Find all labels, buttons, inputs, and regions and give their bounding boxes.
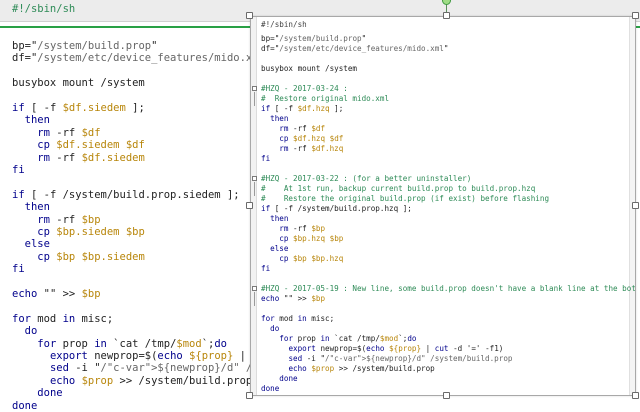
code-line: echo $prop >> /system/build.prop (49, 374, 253, 387)
code-line: done (279, 374, 298, 383)
code-line: rm -rf $df.siedem (37, 151, 145, 164)
rotate-handle[interactable] (442, 0, 451, 5)
code-line: if [ -f /system/build.prop.siedem ]; (12, 188, 240, 201)
code-line: then (270, 114, 289, 123)
resize-handle-bottom-left[interactable] (246, 392, 253, 399)
code-line: cp $bp $bp.hzq (279, 254, 344, 263)
code-line: sed -i "/"c-var">${newprop}/d" /system/b… (288, 354, 513, 363)
code-line: if [ -f $df.hzq ]; (261, 104, 344, 113)
resize-handle-top-left[interactable] (246, 12, 253, 19)
code-line: done (261, 384, 280, 393)
fold-marker-icon[interactable] (252, 86, 257, 91)
code-line: if [ -f $df.siedem ]; (12, 102, 145, 114)
code-line: df="/system/etc/device_features/mido.xml… (261, 44, 449, 53)
code-line: fi (12, 263, 25, 276)
code-line: #HZQ - 2017-05-19 : New line, some build… (261, 284, 636, 293)
code-line: then (24, 114, 50, 127)
code-line: else (270, 244, 289, 253)
code-line: bp="/system/build.prop" (12, 40, 158, 52)
code-line: busybox mount /system (12, 77, 145, 90)
code-line: cp $df.siedem $df (37, 139, 145, 152)
right-header-line: #!/sbin/sh (261, 20, 307, 29)
code-line: # At 1st run, backup current build.prop … (261, 184, 536, 193)
code-line: rm -rf $df.hzq (279, 144, 344, 153)
code-line: df="/system/etc/device_features/mido.xml… (12, 52, 271, 65)
block-guide-line (254, 92, 255, 106)
code-line: rm -rf $bp (37, 213, 101, 226)
fold-marker-icon[interactable] (252, 176, 257, 181)
code-line: cp $bp.hzq $bp (279, 234, 344, 243)
left-header-line: #!/sbin/sh (12, 3, 76, 15)
resize-handle-middle-left[interactable] (246, 202, 253, 209)
code-line: fi (261, 154, 271, 163)
code-line: cp $df.hzq $df (279, 134, 344, 143)
code-line: rm -rf $bp (279, 224, 326, 233)
right-editor-pane[interactable]: #!/sbin/sh bp="/system/build.prop"df="/s… (250, 16, 636, 396)
code-line: echo "" >> $bp (261, 294, 326, 303)
code-line: cp $bp $bp.siedem (37, 250, 145, 263)
code-line: echo $prop >> /system/build.prop (288, 364, 435, 373)
code-line: else (24, 238, 50, 251)
resize-handle-top-center[interactable] (443, 12, 450, 19)
block-guide-line (254, 292, 255, 306)
code-line: export newprop=$(echo ${prop} | cut -d '… (288, 344, 504, 353)
code-line: fi (12, 164, 25, 176)
code-line: then (270, 214, 289, 223)
code-line: for mod in misc; (261, 314, 335, 323)
code-line: # Restore the original build.prop (if ex… (261, 194, 550, 203)
code-line: rm -rf $df (279, 124, 326, 133)
rotate-handle-stem (446, 4, 447, 14)
code-line: rm -rf $df (37, 126, 101, 139)
code-line: for mod in misc; (12, 312, 114, 325)
code-line: # Restore original mido.xml (261, 94, 390, 103)
code-line: do (24, 325, 38, 338)
fold-marker-icon[interactable] (252, 286, 257, 291)
code-line: for prop in `cat /tmp/$mod`;do (279, 334, 417, 343)
code-line: fi (261, 264, 271, 273)
resize-handle-top-right[interactable] (632, 12, 639, 19)
resize-handle-bottom-right[interactable] (632, 392, 639, 399)
code-line: busybox mount /system (261, 64, 358, 73)
resize-handle-bottom-center[interactable] (443, 392, 450, 399)
code-line: then (24, 201, 50, 214)
resize-handle-middle-right[interactable] (632, 202, 639, 209)
code-line: for prop in `cat /tmp/$mod`;do (37, 337, 228, 350)
code-line: #HZQ - 2017-03-24 : (261, 84, 348, 93)
code-line: bp="/system/build.prop" (261, 34, 367, 43)
code-line: cp $bp.siedem $bp (37, 226, 145, 238)
code-line: echo "" >> $bp (12, 288, 101, 300)
code-line: #HZQ - 2017-03-22 : (for a better uninst… (261, 174, 472, 183)
code-line: done (37, 387, 63, 400)
code-line: do (270, 324, 280, 333)
right-fold-gutter[interactable] (251, 17, 257, 395)
code-line: done (12, 399, 38, 412)
code-line: if [ -f /system/build.prop.hzq ]; (261, 204, 412, 213)
block-guide-line (254, 182, 255, 196)
